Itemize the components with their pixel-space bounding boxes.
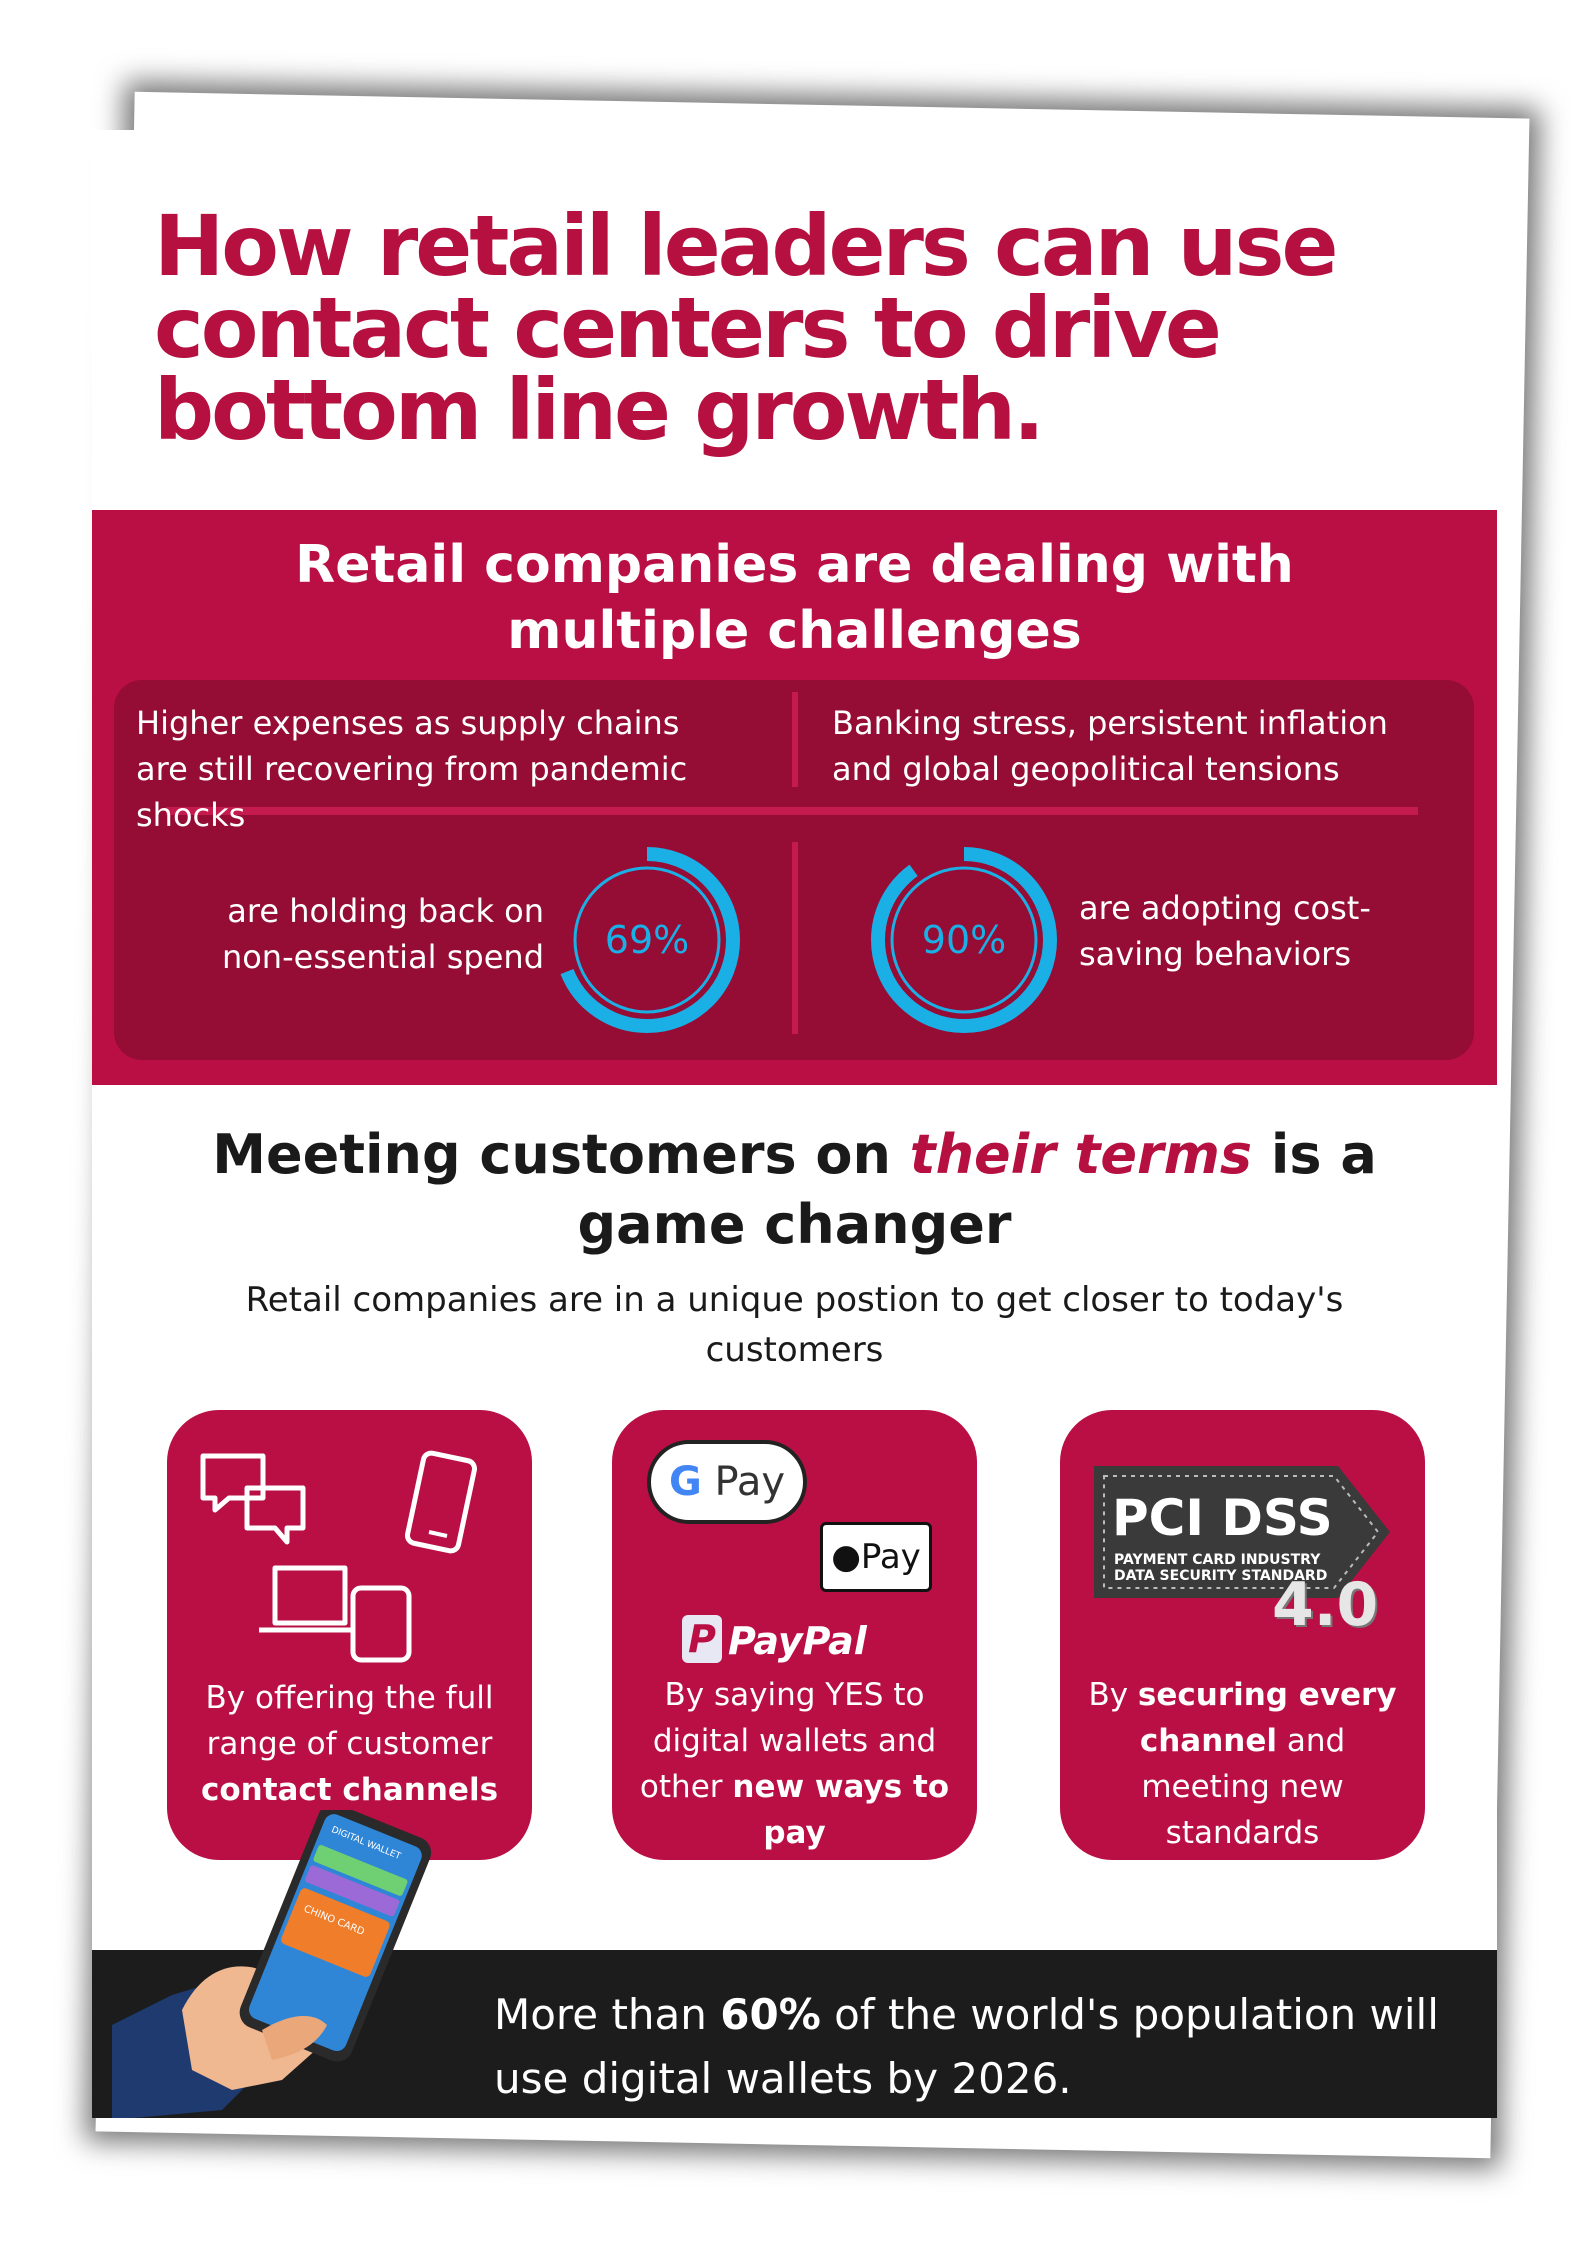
stat-label-cost-saving: are adopting cost-saving behaviors	[1079, 889, 1371, 973]
apple-pay-logo: ●Pay	[820, 1522, 932, 1592]
customers-subheading: Retail companies are in a unique postion…	[245, 1280, 1344, 1370]
hand-holding-phone-illustration: DIGITAL WALLET CHINO CARD	[112, 1810, 432, 2118]
ring-progress-arc	[871, 847, 1057, 1033]
stat-ring-90: 90%	[871, 847, 1057, 1033]
mobile-phone-icon	[404, 1450, 478, 1554]
challenges-panel: Higher expenses as supply chains are sti…	[114, 680, 1474, 1060]
challenges-heading: Retail companies are dealing with multip…	[295, 535, 1294, 661]
heading-part-2: is a game changer	[577, 1123, 1377, 1256]
challenges-band: Retail companies are dealing with multip…	[92, 510, 1497, 1085]
footer-text-part: More than	[494, 1990, 721, 2039]
divider-horizontal	[166, 807, 1418, 815]
customers-heading: Meeting customers on their terms is a ga…	[152, 1120, 1437, 1260]
heading-part-1: Meeting customers on	[212, 1123, 910, 1186]
challenge-economic: Banking stress, persistent inflation and…	[832, 704, 1388, 788]
ring-progress-arc	[554, 847, 740, 1033]
footer-text-bold: 60%	[720, 1990, 821, 2039]
card-text-part: and meeting new standards	[1141, 1723, 1346, 1851]
card-text-bold: securing every channel	[1137, 1677, 1397, 1759]
laptop-icon	[259, 1565, 353, 1633]
card-text-part: By saying YES to digital wallets and oth…	[639, 1677, 937, 1805]
card-security-text: By securing every channel and meeting ne…	[1075, 1672, 1410, 1856]
ring-inner-line	[573, 866, 721, 1014]
page-title: How retail leaders can use contact cente…	[154, 197, 1338, 459]
pci-dss-version: 4.0	[1272, 1570, 1379, 1640]
divider-vertical	[792, 842, 798, 1034]
apple-icon: ●	[831, 1537, 861, 1577]
divider-vertical	[792, 692, 798, 787]
google-g-icon: G	[668, 1459, 702, 1505]
phone-device: DIGITAL WALLET CHINO CARD	[239, 1810, 432, 2062]
badge-shape	[1094, 1466, 1390, 1598]
apple-pay-label: Pay	[860, 1537, 921, 1577]
stat-label-spend: are holding back on non-essential spend	[221, 892, 544, 976]
footer-bar: More than 60% of the world's population …	[92, 1950, 1497, 2118]
pci-dss-badge: PCI DSS PAYMENT CARD INDUSTRY DATA SECUR…	[1090, 1462, 1395, 1636]
card-contact-channels-text: By offering the full range of customer c…	[182, 1675, 517, 1813]
google-pay-label: Pay	[714, 1459, 786, 1505]
card-text-part: By	[1088, 1677, 1138, 1713]
tablet-icon	[350, 1585, 412, 1663]
challenge-supply-chain: Higher expenses as supply chains are sti…	[136, 704, 688, 834]
stat-ring-69: 69%	[554, 847, 740, 1033]
paypal-label: PayPal	[728, 1619, 867, 1663]
channel-icons	[200, 1450, 478, 1663]
card-text-bold: new ways to pay	[732, 1769, 950, 1851]
footer-text-part: of the world's population will use digit…	[494, 1990, 1439, 2103]
paypal-icon: P	[682, 1615, 722, 1663]
thumb-shape	[262, 2015, 327, 2060]
footer-stat-text: More than 60% of the world's population …	[494, 1983, 1474, 2111]
chat-bubbles-icon	[200, 1453, 306, 1545]
card-text-bold: contact channels	[200, 1772, 499, 1808]
infographic-page: How retail leaders can use contact cente…	[92, 130, 1497, 2118]
card-contact-channels: By offering the full range of customer c…	[167, 1410, 532, 1860]
google-pay-logo: G Pay	[647, 1440, 807, 1524]
ring-inner-line	[890, 866, 1038, 1014]
stat-value-69: 69%	[605, 918, 689, 962]
card-security: PCI DSS PAYMENT CARD INDUSTRY DATA SECUR…	[1060, 1410, 1425, 1860]
pci-dss-subtitle: PAYMENT CARD INDUSTRY DATA SECURITY STAN…	[1114, 1552, 1328, 1584]
stat-value-90: 90%	[922, 918, 1006, 962]
pci-dss-title: PCI DSS	[1112, 1489, 1333, 1547]
card-text-part: By offering the full range of customer	[205, 1680, 494, 1762]
card-digital-wallets-text: By saying YES to digital wallets and oth…	[627, 1672, 962, 1856]
heading-accent: their terms	[909, 1123, 1253, 1186]
